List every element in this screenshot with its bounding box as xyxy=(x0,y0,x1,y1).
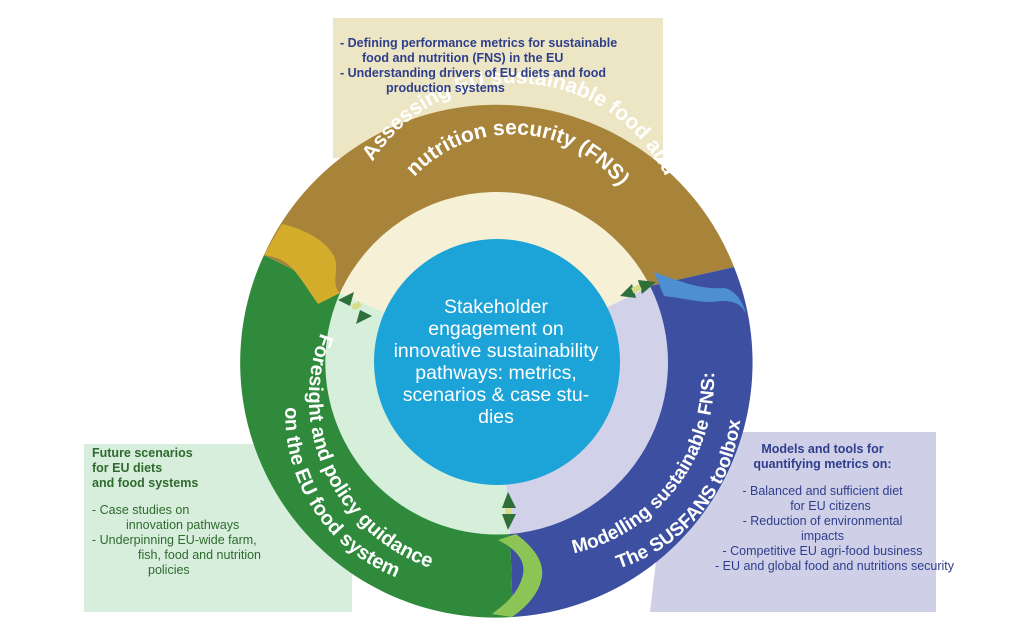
right-box-heading: Models and tools for xyxy=(761,442,884,456)
left-box-line: - Underpinning EU-wide farm, xyxy=(92,533,257,547)
right-box-line: impacts xyxy=(800,529,845,543)
transition-bottom xyxy=(492,534,543,617)
transition-top-right xyxy=(654,272,746,314)
arrow-top-right-icon xyxy=(620,280,656,298)
left-box-text: Future scenarios for EU diets and food s… xyxy=(92,446,322,578)
center-label-line: engagement on xyxy=(428,318,564,340)
left-box-line: policies xyxy=(148,563,190,577)
left-box-heading: and food systems xyxy=(92,476,199,490)
left-box-line: innovation pathways xyxy=(126,518,240,532)
ring-segment-right xyxy=(510,267,753,617)
center-label-line: dies xyxy=(478,406,514,428)
center-label: Stakeholder engagement on innovative sus… xyxy=(376,296,616,428)
left-box-heading: for EU diets xyxy=(92,461,163,475)
right-box-text: Models and tools for quantifying metrics… xyxy=(715,442,955,574)
arrow-bottom-icon xyxy=(502,492,516,530)
ring-segment-top xyxy=(264,104,734,293)
top-box-line: - Defining performance metrics for susta… xyxy=(340,36,618,50)
right-box-line: - Balanced and sufficient diet xyxy=(742,484,903,498)
right-box-line: - Reduction of environmental xyxy=(742,514,903,528)
center-circle xyxy=(374,239,620,485)
right-box-line: - Competitive EU agri-food business xyxy=(722,544,923,558)
center-label-line: scenarios & case stu- xyxy=(402,384,590,406)
top-box-line: - Understanding drivers of EU diets and … xyxy=(340,66,606,80)
arrow-top-left-icon xyxy=(338,292,372,324)
right-box-line: - EU and global food and nutritions secu… xyxy=(715,559,955,573)
top-box-line: production systems xyxy=(386,81,505,95)
top-box-text: - Defining performance metrics for susta… xyxy=(340,36,660,96)
center-label-line: innovative sustainability xyxy=(393,340,599,362)
left-box-line: fish, food and nutrition xyxy=(138,548,261,562)
left-box-line: - Case studies on xyxy=(92,503,190,517)
center-label-line: pathways: metrics, xyxy=(415,362,577,384)
right-box-heading: quantifying metrics on: xyxy=(753,457,892,471)
left-box-heading: Future scenarios xyxy=(92,446,193,460)
right-box-line: for EU citizens xyxy=(790,499,871,513)
ring-segment-left xyxy=(240,255,513,618)
top-box-line: food and nutrition (FNS) in the EU xyxy=(362,51,564,65)
transition-top-left xyxy=(264,224,340,304)
center-label-line: Stakeholder xyxy=(443,296,549,318)
